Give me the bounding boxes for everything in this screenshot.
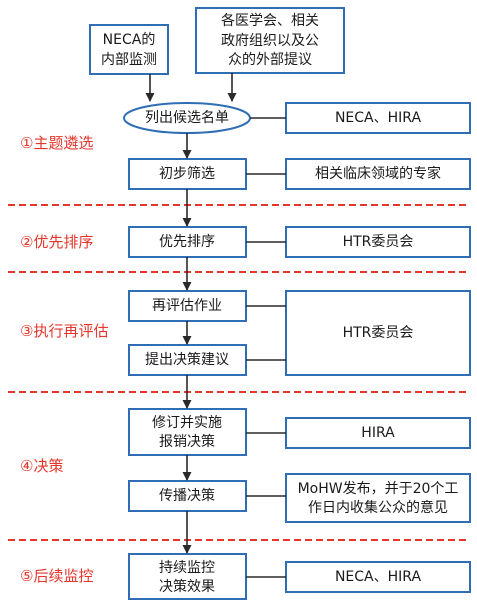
external-proposal-line-1: 各医学会、相关 bbox=[221, 13, 319, 29]
clinical-experts-label: 相关临床领域的专家 bbox=[315, 165, 441, 182]
neca-internal-box: NECA的 内部监测 bbox=[89, 24, 169, 75]
neca-internal-line-1: NECA的 bbox=[103, 32, 156, 48]
external-proposal-line-3: 众的外部提议 bbox=[228, 52, 312, 68]
stage-label-topic-selection: ①主题遴选 bbox=[20, 134, 93, 152]
stage-label-reassessment: ③执行再评估 bbox=[20, 322, 108, 340]
revise-implement-line-2: 报销决策 bbox=[159, 433, 215, 450]
neca-hira-side-label: NECA、HIRA bbox=[335, 110, 421, 126]
initial-screening-box: 初步筛选 bbox=[128, 158, 247, 190]
propose-decision-label: 提出决策建议 bbox=[145, 351, 229, 368]
monitor-line-1: 持续监控 bbox=[159, 559, 215, 576]
clinical-experts-side-box: 相关临床领域的专家 bbox=[285, 158, 471, 190]
reassessment-box: 再评估作业 bbox=[128, 290, 247, 322]
reassessment-label: 再评估作业 bbox=[152, 298, 222, 314]
neca-internal-line-2: 内部监测 bbox=[101, 52, 157, 68]
neca-hira-side-box: NECA、HIRA bbox=[285, 102, 471, 134]
hira-side-box: HIRA bbox=[285, 417, 471, 449]
revise-implement-line-1: 修订并实施 bbox=[152, 415, 222, 431]
priority-ranking-box: 优先排序 bbox=[128, 226, 247, 258]
stage-label-decision: ④决策 bbox=[20, 457, 63, 475]
priority-ranking-label: 优先排序 bbox=[159, 234, 215, 250]
disseminate-label: 传播决策 bbox=[159, 487, 215, 504]
mohw-side-box: MoHW发布，并于20个工 作日内收集公众的意见 bbox=[285, 473, 471, 523]
htr-committee-label: HTR委员会 bbox=[343, 234, 414, 250]
neca-hira-monitor-side-box: NECA、HIRA bbox=[285, 561, 471, 593]
htr-committee-reassessment-label: HTR委员会 bbox=[343, 325, 414, 341]
external-proposal-box: 各医学会、相关 政府组织以及公 众的外部提议 bbox=[195, 7, 345, 74]
revise-implement-box: 修订并实施 报销决策 bbox=[128, 408, 247, 456]
external-proposal-line-2: 政府组织以及公 bbox=[221, 33, 319, 49]
mohw-line-1: MoHW发布，并于20个工 bbox=[298, 481, 459, 497]
monitor-box: 持续监控 决策效果 bbox=[128, 553, 247, 600]
hira-side-label: HIRA bbox=[361, 425, 395, 441]
stage-label-monitoring: ⑤后续监控 bbox=[20, 567, 93, 585]
initial-screening-label: 初步筛选 bbox=[159, 165, 215, 182]
monitor-line-2: 决策效果 bbox=[159, 578, 215, 595]
mohw-line-2: 作日内收集公众的意见 bbox=[308, 499, 448, 516]
htr-committee-side-box: HTR委员会 bbox=[285, 226, 471, 258]
propose-decision-box: 提出决策建议 bbox=[128, 344, 247, 376]
candidate-list-label: 列出候选名单 bbox=[145, 110, 229, 126]
htr-committee-reassessment-side-box: HTR委员会 bbox=[285, 290, 471, 376]
candidate-list-node: 列出候选名单 bbox=[123, 102, 251, 134]
stage-label-priority-ranking: ②优先排序 bbox=[20, 233, 93, 251]
disseminate-box: 传播决策 bbox=[128, 480, 247, 512]
neca-hira-monitor-label: NECA、HIRA bbox=[335, 569, 421, 585]
